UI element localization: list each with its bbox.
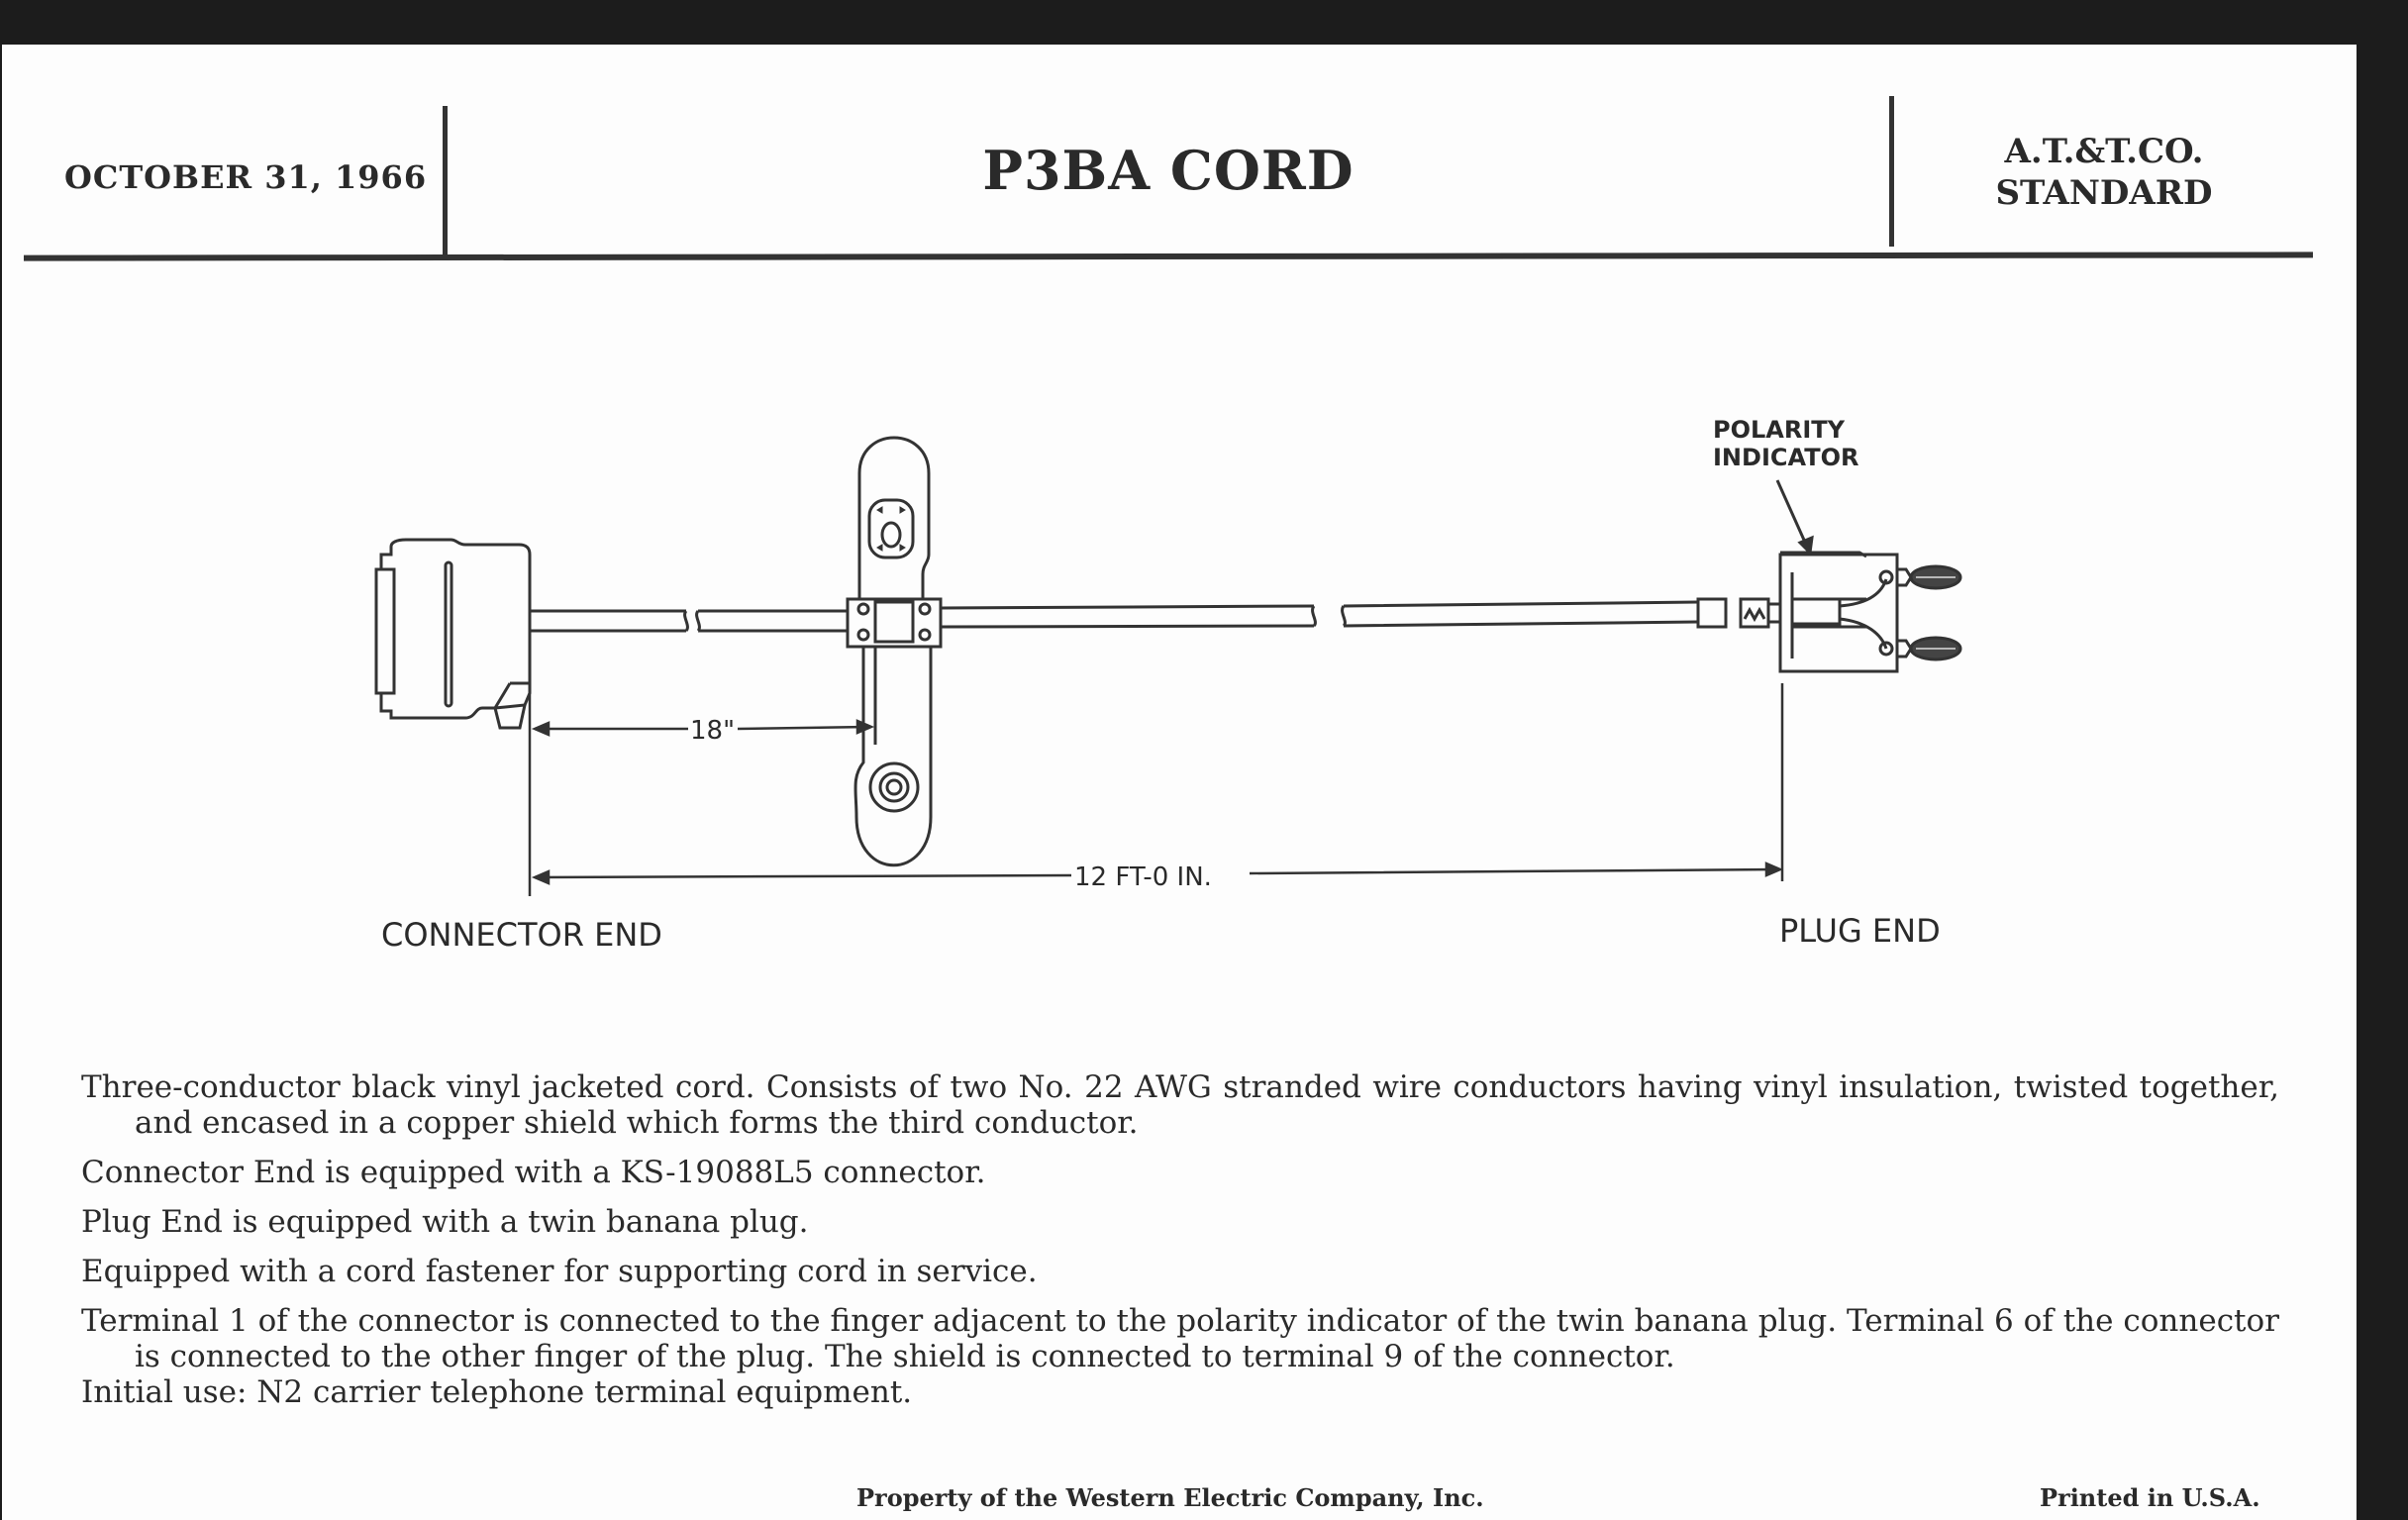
document-title: P3BA CORD [982,139,1354,202]
polarity-callout [1775,479,1814,557]
cable [530,600,1699,633]
description-paragraph: Equipped with a cord fastener for suppor… [81,1254,1038,1289]
dimension-18-inch: 18" [690,716,735,746]
connector-end-label: CONNECTOR END [381,916,662,954]
document-page [2,45,2357,1520]
plug-end-label: PLUG END [1779,912,1941,950]
footer-property: Property of the Western Electric Company… [856,1483,1484,1512]
dimension-lines [528,683,1784,896]
standard-line-1: A.T.&T.CO. [2004,132,2204,171]
polarity-label-line-1: POLARITY [1713,416,1846,444]
description-paragraph: Terminal 1 of the connector is connected… [81,1303,2279,1374]
description-paragraph: Initial use: N2 carrier telephone termin… [81,1374,913,1410]
standard-label: A.T.&T.CO. STANDARD [1896,131,2312,214]
document-date: OCTOBER 31, 1966 [64,158,428,196]
polarity-label-line-2: INDICATOR [1713,444,1858,471]
cord-fastener-icon [846,436,943,867]
header-divider-left [443,106,448,256]
description-paragraph: Three-conductor black vinyl jacketed cor… [81,1069,2279,1141]
header-divider-right [1889,96,1894,247]
connector-icon [374,538,532,730]
description-paragraph: Connector End is equipped with a KS-1908… [81,1155,986,1190]
standard-line-2: STANDARD [1995,173,2213,213]
footer-printed: Printed in U.S.A. [2040,1483,2260,1512]
description: Three-conductor black vinyl jacketed cor… [81,1069,2279,1424]
dimension-overall-length: 12 FT-0 IN. [1074,862,1212,892]
description-paragraph: Plug End is equipped with a twin banana … [81,1204,809,1240]
twin-banana-plug-icon [1696,551,1962,673]
